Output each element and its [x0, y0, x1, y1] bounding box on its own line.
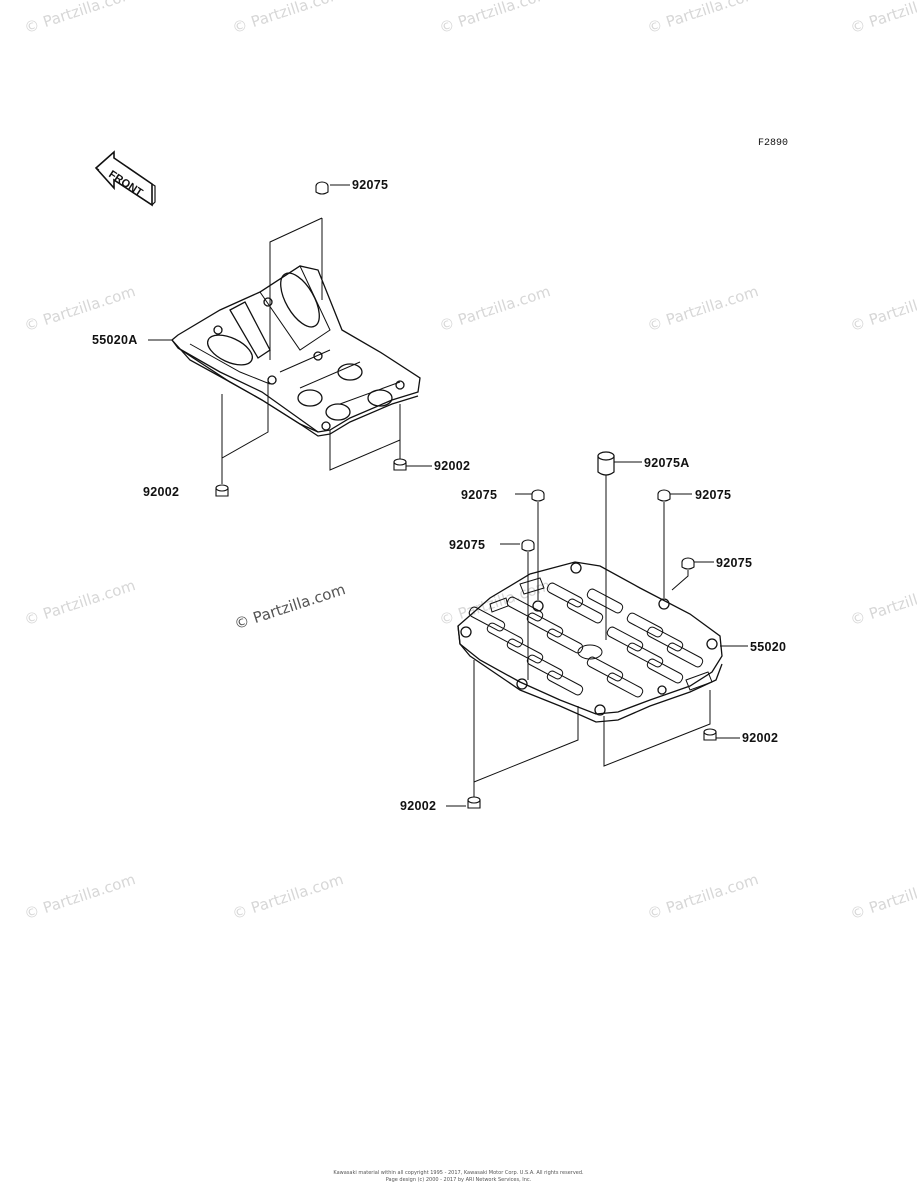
nut-92075-top [315, 181, 329, 195]
part-label-92002-lower-bottom[interactable]: 92002 [400, 799, 437, 813]
part-label-55020A[interactable]: 55020A [92, 333, 138, 347]
front-arrow-icon: FRONT [94, 150, 156, 207]
leader-lines-upper [148, 184, 432, 484]
bolt-92002-lower-bottom [467, 796, 481, 809]
bolt-92002-lower-right [703, 728, 717, 741]
part-label-92075-top[interactable]: 92075 [352, 178, 389, 192]
part-label-92075-c[interactable]: 92075 [449, 538, 486, 552]
copyright-footer: Kawasaki material within all copyright 1… [333, 1170, 584, 1176]
part-label-92075A[interactable]: 92075A [644, 456, 690, 470]
copyright-footer-2: Page design (c) 2000 - 2017 by ARI Netwo… [385, 1177, 532, 1183]
part-label-92075-d[interactable]: 92075 [716, 556, 753, 570]
diagram-code: F2890 [758, 138, 789, 149]
part-label-55020[interactable]: 55020 [750, 640, 787, 654]
skid-plate-lower [457, 561, 723, 723]
bolt-92002-right [393, 458, 407, 471]
bolt-92002-left [215, 484, 229, 497]
nut-92075-d [681, 557, 695, 570]
leader-lines-lower [446, 461, 748, 807]
nut-92075-b [657, 489, 671, 502]
skid-plate-upper [171, 265, 421, 437]
nut-92075-a [531, 489, 545, 502]
part-label-92002-right[interactable]: 92002 [434, 459, 471, 473]
part-label-92002-lower-right[interactable]: 92002 [742, 731, 779, 745]
collar-92075A [597, 451, 615, 476]
part-label-92075-b[interactable]: 92075 [695, 488, 732, 502]
part-label-92002-left[interactable]: 92002 [143, 485, 180, 499]
part-label-92075-a[interactable]: 92075 [461, 488, 498, 502]
nut-92075-c [521, 539, 535, 552]
